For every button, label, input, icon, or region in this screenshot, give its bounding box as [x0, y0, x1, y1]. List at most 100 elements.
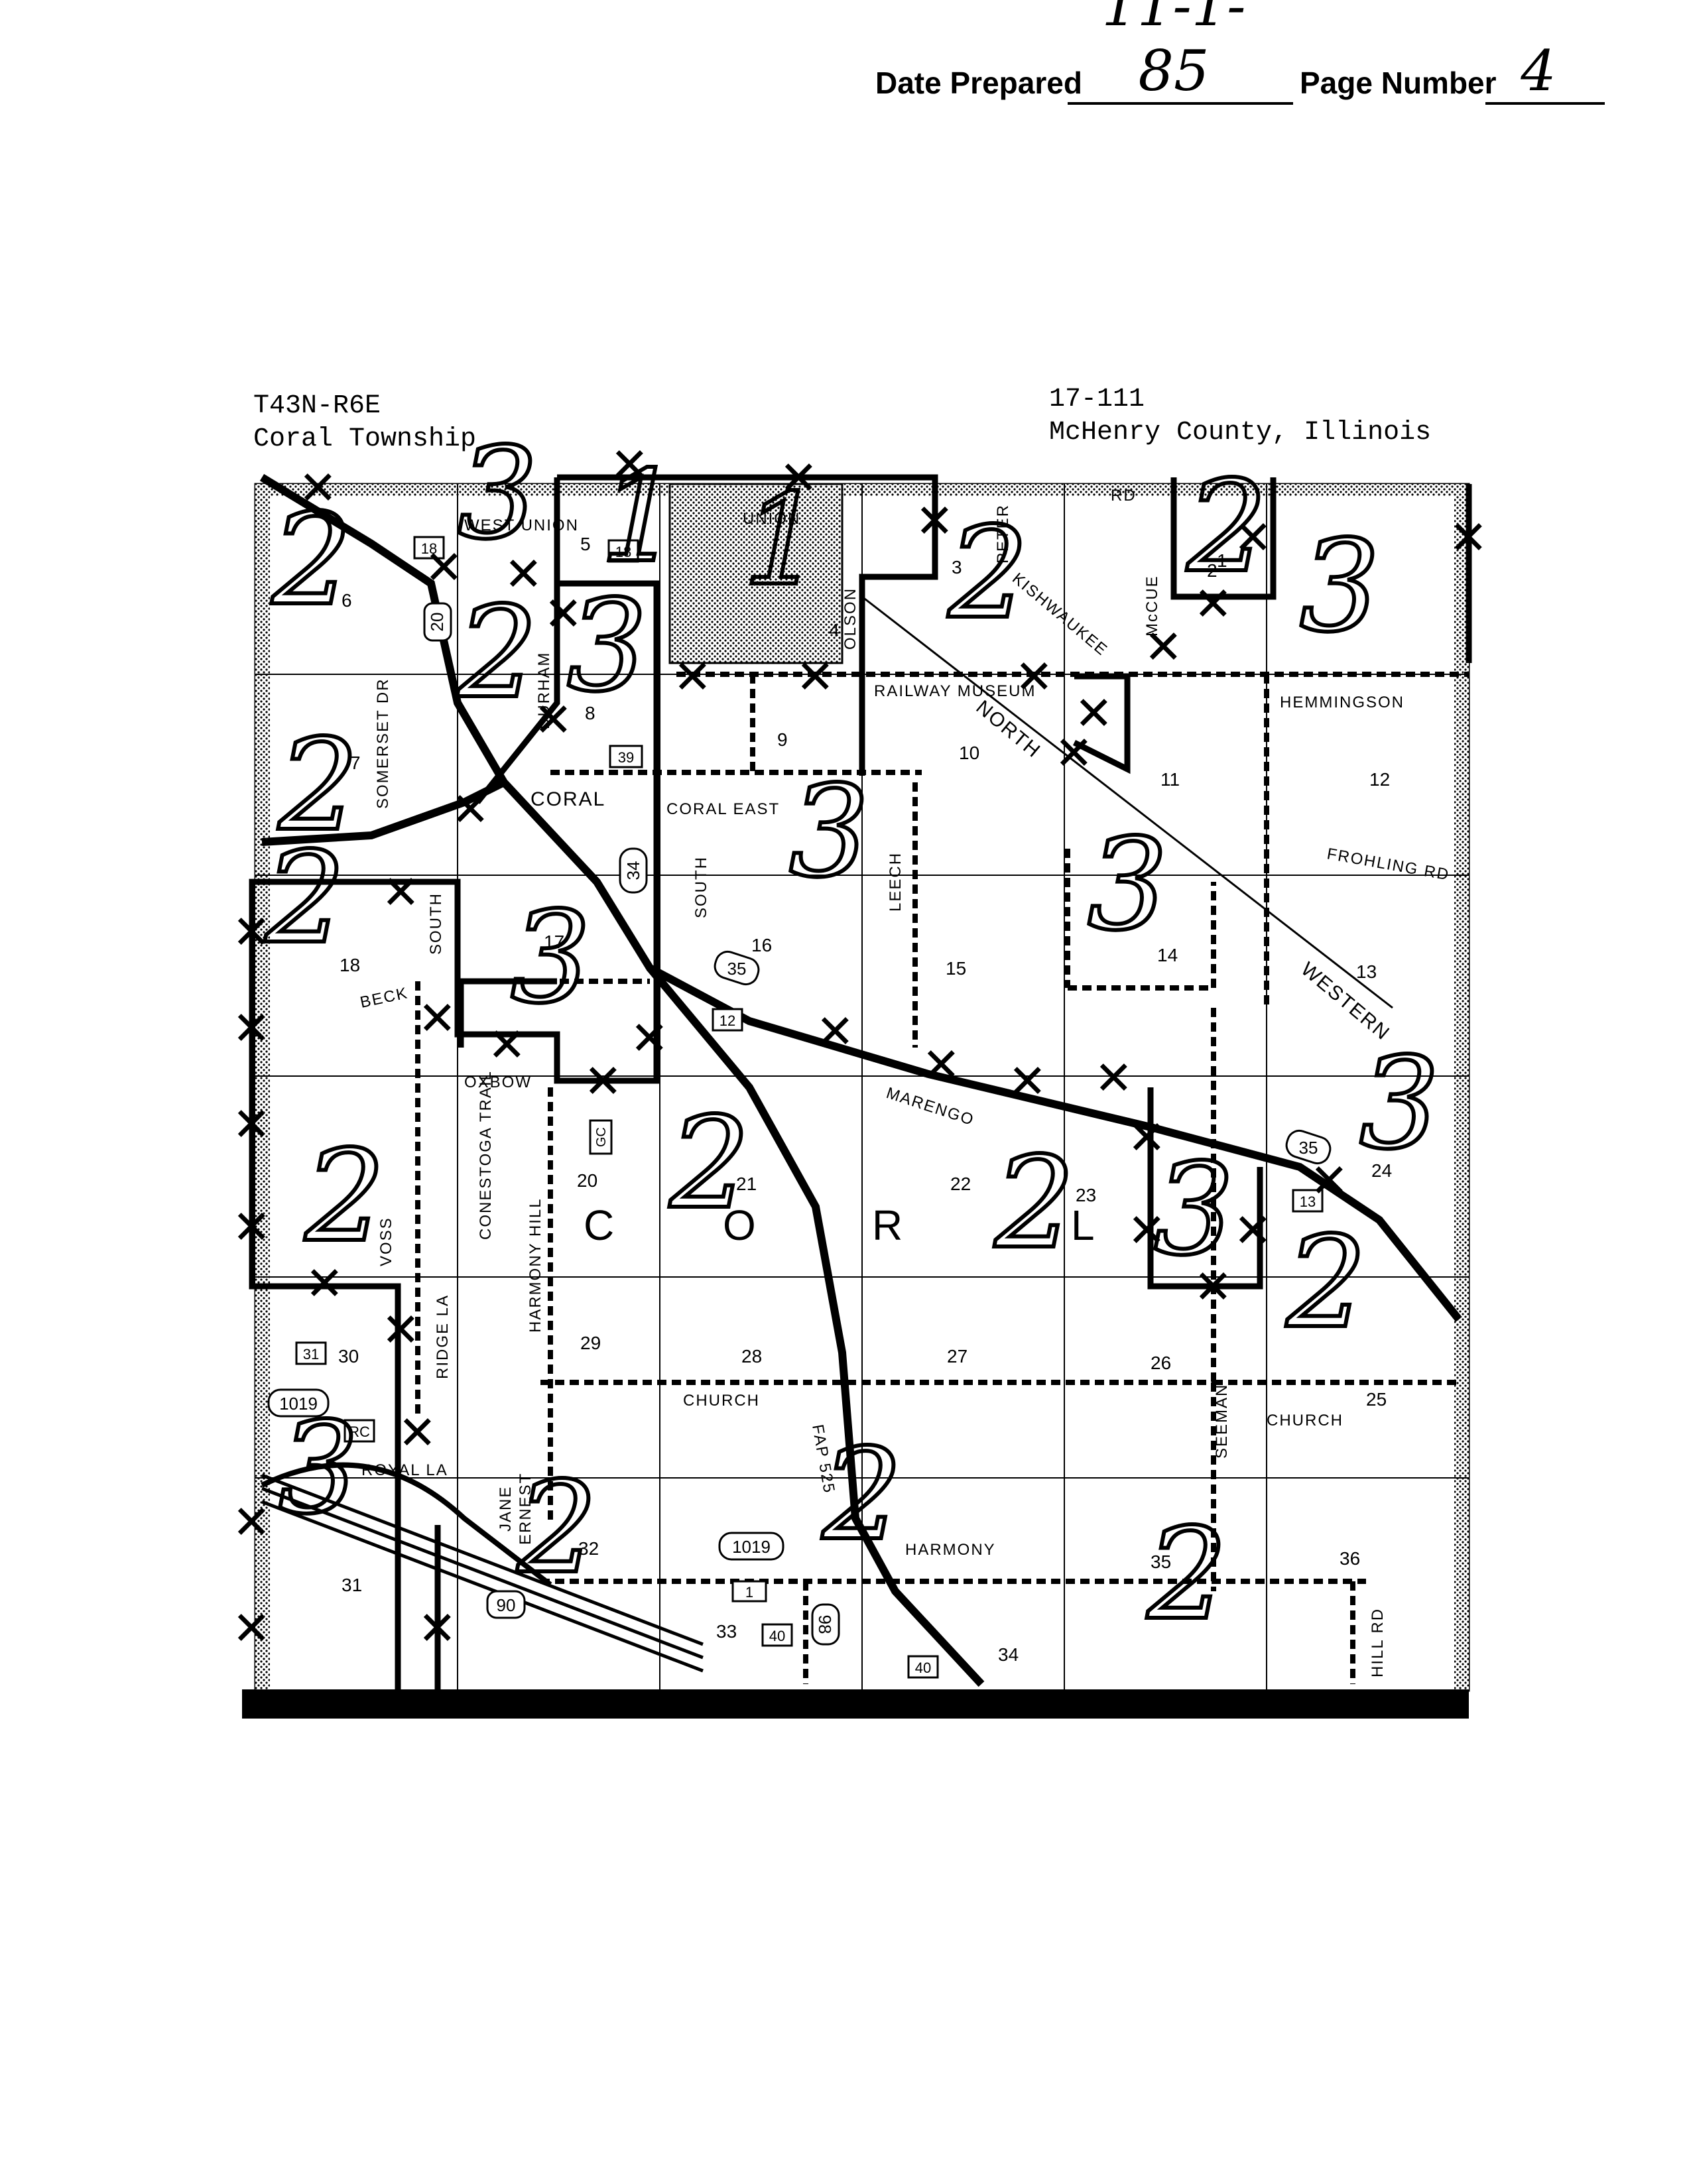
- shield-gc: GC: [589, 1119, 613, 1155]
- township-roads: [415, 672, 1469, 1684]
- railroad: [861, 595, 1393, 1009]
- svg-text:✕: ✕: [1127, 1203, 1166, 1258]
- shield-1: 1: [731, 1580, 767, 1603]
- zone-3: 3: [567, 573, 647, 719]
- svg-text:✕: ✕: [232, 905, 271, 959]
- svg-text:20: 20: [427, 613, 447, 632]
- svg-text:20: 20: [577, 1170, 597, 1191]
- svg-text:9: 9: [777, 729, 788, 750]
- svg-text:✕: ✕: [1144, 620, 1183, 674]
- svg-text:40: 40: [769, 1628, 785, 1644]
- shield-1019-west: 1019: [267, 1388, 330, 1418]
- svg-text:23: 23: [1076, 1185, 1096, 1205]
- svg-text:SOUTH: SOUTH: [427, 892, 445, 955]
- map-code: 17-111: [1049, 385, 1145, 414]
- zone-3: 3: [1359, 1030, 1440, 1177]
- svg-text:UNION: UNION: [743, 510, 800, 528]
- svg-text:26: 26: [1151, 1353, 1171, 1373]
- svg-text:✕: ✕: [1054, 726, 1093, 780]
- highways: [259, 473, 1462, 1687]
- zone-2: 2: [265, 825, 345, 971]
- shield-1019-south: 1019: [718, 1532, 784, 1561]
- svg-text:CONESTOGA TRAIL: CONESTOGA TRAIL: [477, 1070, 495, 1240]
- svg-text:16: 16: [751, 935, 772, 955]
- svg-text:✕: ✕: [816, 1004, 855, 1059]
- svg-text:WEST UNION: WEST UNION: [464, 516, 579, 534]
- shield-39: 39: [609, 745, 643, 768]
- svg-text:✕: ✕: [381, 1303, 420, 1357]
- svg-text:✕: ✕: [630, 1011, 669, 1065]
- svg-text:✕: ✕: [232, 1495, 271, 1549]
- svg-text:✕: ✕: [398, 1406, 437, 1460]
- zone-1: 1: [600, 444, 680, 590]
- svg-text:35: 35: [1151, 1551, 1171, 1572]
- svg-text:CHURCH: CHURCH: [1267, 1412, 1343, 1429]
- svg-text:2: 2: [1207, 560, 1218, 581]
- town-name-letters: C O R L: [584, 1201, 1095, 1249]
- svg-text:R: R: [872, 1201, 903, 1249]
- svg-text:13: 13: [1356, 961, 1377, 982]
- svg-text:✕: ✕: [232, 1001, 271, 1056]
- svg-text:1019: 1019: [732, 1537, 771, 1557]
- svg-text:36: 36: [1340, 1548, 1360, 1569]
- svg-text:21: 21: [736, 1174, 757, 1194]
- shield-35-east: 35: [1285, 1129, 1332, 1165]
- svg-text:14: 14: [1157, 945, 1178, 965]
- svg-text:6: 6: [342, 590, 352, 611]
- zone-3: 3: [789, 758, 869, 905]
- svg-text:L: L: [1071, 1201, 1095, 1249]
- shield-18: 18 18: [413, 536, 639, 563]
- svg-text:CHURCH: CHURCH: [683, 1392, 760, 1410]
- svg-text:CORAL EAST: CORAL EAST: [666, 800, 780, 818]
- svg-text:25: 25: [1366, 1389, 1387, 1410]
- svg-text:✕: ✕: [424, 540, 464, 595]
- svg-text:4: 4: [829, 620, 840, 640]
- township-meta: T43N-R6E Coral Township: [253, 390, 476, 456]
- zone-2: 2: [1286, 1209, 1367, 1356]
- date-prepared-label: Date Prepared: [875, 66, 1082, 100]
- svg-text:ROYAL LA: ROYAL LA: [361, 1461, 448, 1479]
- section-numbers: 1 2 3 4 5 6 7 8 9 10 11 12 13 14 15 16 1…: [338, 534, 1392, 1665]
- east-shaded-border: [1454, 484, 1469, 1691]
- date-prepared-value: 11-1-85: [1101, 0, 1246, 103]
- svg-text:✕: ✕: [1094, 1051, 1133, 1105]
- svg-text:28: 28: [741, 1346, 762, 1366]
- route-20-south: [647, 965, 985, 1687]
- zone-2: 2: [822, 1422, 903, 1568]
- svg-text:✕: ✕: [305, 1256, 344, 1311]
- svg-text:3: 3: [952, 557, 962, 577]
- svg-text:✕: ✕: [487, 1018, 527, 1072]
- svg-text:10: 10: [959, 743, 979, 763]
- svg-text:27: 27: [947, 1346, 968, 1366]
- svg-text:98: 98: [815, 1615, 835, 1634]
- svg-text:✕: ✕: [922, 1038, 961, 1092]
- zone-3: 3: [279, 1395, 359, 1542]
- svg-text:31: 31: [342, 1575, 362, 1595]
- svg-text:ERNEST: ERNEST: [517, 1473, 534, 1545]
- shield-90: 90: [486, 1590, 526, 1619]
- svg-text:24: 24: [1371, 1160, 1392, 1181]
- svg-text:31: 31: [303, 1346, 319, 1363]
- zone-2: 2: [669, 1090, 750, 1237]
- svg-text:✕: ✕: [1074, 686, 1113, 741]
- svg-text:SOMERSET DR: SOMERSET DR: [374, 678, 392, 809]
- shield-12: 12 13: [712, 1008, 1324, 1213]
- page-underline: [1485, 102, 1605, 105]
- south-boundary-bar: [242, 1689, 1469, 1719]
- svg-text:✕: ✕: [232, 1601, 271, 1656]
- svg-text:35: 35: [727, 959, 747, 979]
- svg-text:SEEMAN: SEEMAN: [1213, 1384, 1231, 1459]
- zone-2: 2: [517, 1455, 597, 1601]
- svg-text:✕: ✕: [1233, 511, 1273, 565]
- svg-text:✕: ✕: [534, 693, 573, 747]
- township-code: T43N-R6E: [253, 391, 381, 421]
- svg-text:18: 18: [615, 544, 631, 560]
- zone-1: 1: [743, 467, 823, 613]
- west-shaded-border: [255, 484, 270, 1691]
- page-number-label: Page Number: [1300, 66, 1497, 100]
- svg-text:RD: RD: [1111, 487, 1137, 505]
- svg-text:39: 39: [618, 749, 634, 766]
- svg-text:✕: ✕: [1194, 1260, 1233, 1314]
- township-name: Coral Township: [253, 424, 477, 454]
